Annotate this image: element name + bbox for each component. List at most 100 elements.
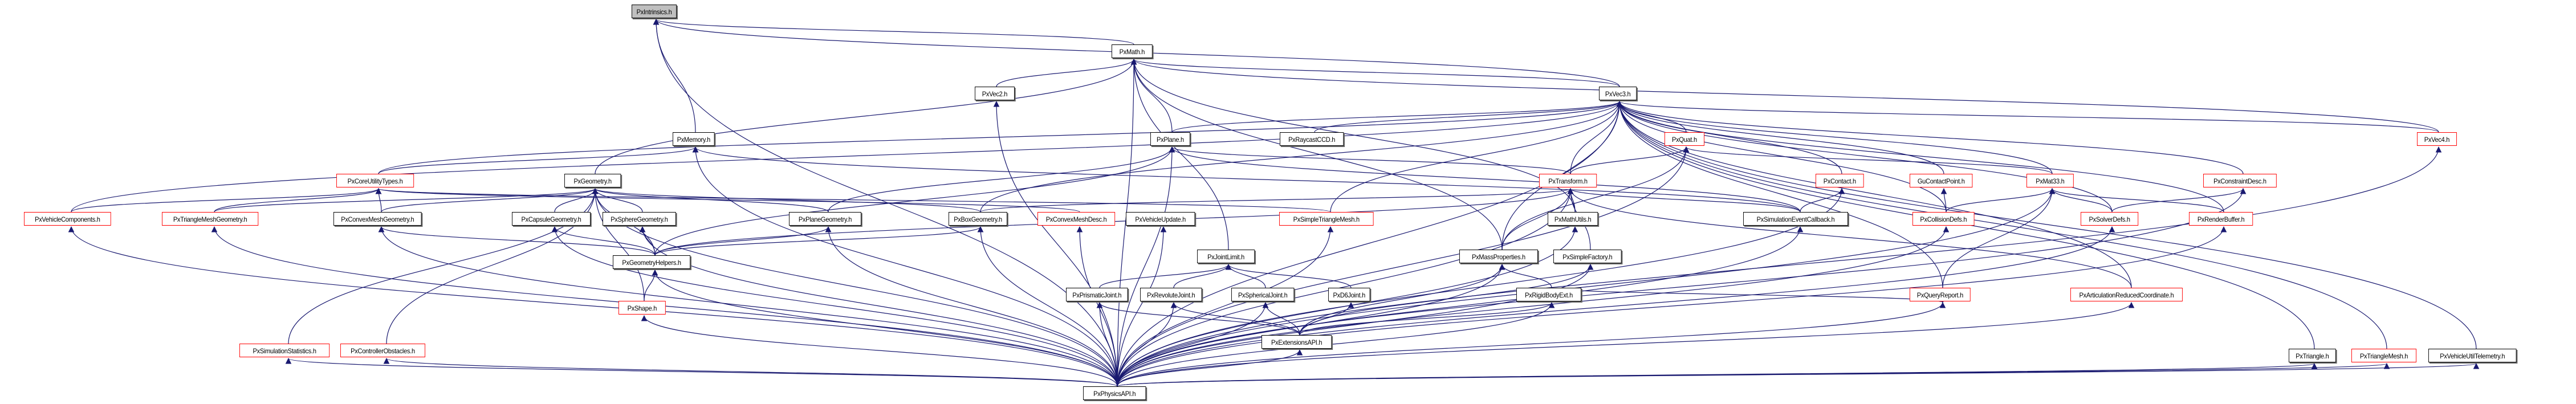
edge-physicsapi-to-revolute xyxy=(1117,301,1177,387)
edge-physicsapi-to-mat33 xyxy=(1117,187,2056,387)
node-mat33[interactable]: PxMat33.h xyxy=(2026,174,2074,187)
edge-physicsapi-to-artreduced xyxy=(1117,301,2135,387)
edge-transform-to-plane xyxy=(1169,146,1571,174)
node-extensionsapi[interactable]: PxExtensionsAPI.h xyxy=(1261,335,1332,349)
node-vec4[interactable]: PxVec4.h xyxy=(2417,132,2457,146)
edge-extensionsapi-to-massprops xyxy=(1299,263,1505,336)
node-simplefactory[interactable]: PxSimpleFactory.h xyxy=(1553,250,1622,263)
edge-solverdefs-to-vec3 xyxy=(1616,100,2113,213)
node-vehiclecomp[interactable]: PxVehicleComponents.h xyxy=(24,212,111,226)
edge-physicsapi-to-vec4 xyxy=(1117,146,2442,387)
node-math[interactable]: PxMath.h xyxy=(1112,44,1153,58)
node-simstats[interactable]: PxSimulationStatistics.h xyxy=(239,344,330,357)
edge-physicsapi-to-queryreport xyxy=(1117,301,1946,387)
node-revolute[interactable]: PxRevoluteJoint.h xyxy=(1140,288,1202,301)
edge-simeventcb-to-plane xyxy=(1169,146,1801,213)
node-planegeom[interactable]: PxPlaneGeometry.h xyxy=(789,212,861,226)
edge-physicsapi-to-extensionsapi xyxy=(1117,349,1303,387)
node-boxgeom[interactable]: PxBoxGeometry.h xyxy=(949,212,1008,226)
edge-boxgeom-to-transform xyxy=(980,187,1573,213)
edge-physicsapi-to-convexmeshgeom xyxy=(378,226,1118,387)
node-triangle[interactable]: PxTriangle.h xyxy=(2289,349,2336,362)
node-simpletrimesh[interactable]: PxSimpleTriangleMesh.h xyxy=(1279,212,1374,226)
node-plane[interactable]: PxPlane.h xyxy=(1150,132,1190,146)
edge-boxgeom-to-vec3 xyxy=(980,100,1623,213)
edge-collisiondefs-to-gucontact xyxy=(1940,187,1947,213)
node-shape[interactable]: PxShape.h xyxy=(618,301,666,315)
edge-massprops-to-quat xyxy=(1501,146,1690,250)
edge-vehicletelemetry-to-vec3 xyxy=(1616,100,2477,349)
edge-geomhelpers-to-planegeom xyxy=(654,226,832,256)
edge-planegeom-to-plane xyxy=(828,146,1175,213)
edge-physicsapi-to-boxgeom xyxy=(977,226,1118,387)
node-spheregeom[interactable]: PxSphereGeometry.h xyxy=(603,212,676,226)
node-vehicleupdate[interactable]: PxVehicleUpdate.h xyxy=(1126,212,1195,226)
node-jointlimit[interactable]: PxJointLimit.h xyxy=(1197,250,1255,263)
edge-geomhelpers-to-boxgeom xyxy=(654,226,984,256)
node-collisiondefs[interactable]: PxCollisionDefs.h xyxy=(1912,212,1975,226)
edge-physicsapi-to-quat xyxy=(1117,146,1690,387)
edge-jointlimit-to-math xyxy=(1130,58,1229,250)
node-convexmeshgeom[interactable]: PxConvexMeshGeometry.h xyxy=(333,212,422,226)
node-transform[interactable]: PxTransform.h xyxy=(1539,174,1597,187)
node-geometry[interactable]: PxGeometry.h xyxy=(564,174,621,187)
edge-physicsapi-to-simpletrimesh xyxy=(1117,226,1334,387)
node-constraintdesc[interactable]: PxConstraintDesc.h xyxy=(2203,174,2277,187)
node-queryreport[interactable]: PxQueryReport.h xyxy=(1910,288,1971,301)
node-quat[interactable]: PxQuat.h xyxy=(1665,132,1704,146)
edge-simeventcb-to-memory xyxy=(692,146,1801,213)
node-mathutils[interactable]: PxMathUtils.h xyxy=(1548,212,1598,226)
node-contact[interactable]: PxContact.h xyxy=(1816,174,1864,187)
node-massprops[interactable]: PxMassProperties.h xyxy=(1459,250,1538,263)
node-prismatic[interactable]: PxPrismaticJoint.h xyxy=(1066,288,1128,301)
edge-physicsapi-to-simstats xyxy=(286,357,1118,387)
node-trimeshgeom[interactable]: PxTriangleMeshGeometry.h xyxy=(162,212,259,226)
node-gucontact[interactable]: GuContactPoint.h xyxy=(1910,174,1973,187)
edge-math-to-intrinsics xyxy=(653,18,1134,45)
edge-capsulegeom-to-geometry xyxy=(554,187,599,213)
node-geomhelpers[interactable]: PxGeometryHelpers.h xyxy=(613,255,691,269)
node-coreutil[interactable]: PxCoreUtilityTypes.h xyxy=(336,174,414,187)
edge-simpletrimesh-to-coreutil xyxy=(376,187,1331,213)
edge-physicsapi-to-ctrlobstacles xyxy=(384,357,1118,387)
node-simeventcb[interactable]: PxSimulationEventCallback.h xyxy=(1743,212,1848,226)
edge-massprops-to-transform xyxy=(1501,187,1574,250)
edge-revolute-to-jointlimit xyxy=(1173,263,1232,288)
node-trimesh[interactable]: PxTriangleMesh.h xyxy=(2351,349,2417,362)
edge-solverdefs-to-constraintdesc xyxy=(2111,187,2247,213)
edge-geometry-to-math xyxy=(595,58,1137,174)
edge-artreduced-to-transform xyxy=(1567,187,2132,288)
edge-physicsapi-to-vec3 xyxy=(1117,100,1623,387)
node-rigidbodyext[interactable]: PxRigidBodyExt.h xyxy=(1516,288,1582,301)
node-physicsapi[interactable]: PxPhysicsAPI.h xyxy=(1083,386,1146,400)
edge-rigidbodyext-to-massprops xyxy=(1499,263,1552,288)
node-capsulegeom[interactable]: PxCapsuleGeometry.h xyxy=(512,212,591,226)
node-raycastccd[interactable]: PxRaycastCCD.h xyxy=(1280,132,1344,146)
edge-physicsapi-to-vec2 xyxy=(993,100,1118,387)
node-artreduced[interactable]: PxArticulationReducedCoordinate.h xyxy=(2070,288,2183,301)
edge-planegeom-to-geometry xyxy=(592,187,829,213)
node-vehicletelemetry[interactable]: PxVehicleUtilTelemetry.h xyxy=(2428,349,2517,362)
edge-extensionsapi-to-rigidbodyext xyxy=(1299,301,1555,336)
edge-collisiondefs-to-mat33 xyxy=(1946,187,2056,213)
node-memory[interactable]: PxMemory.h xyxy=(673,132,715,146)
edge-coreutil-to-memory xyxy=(378,146,699,174)
edge-physicsapi-to-geomhelpers xyxy=(652,269,1118,387)
node-vec3[interactable]: PxVec3.h xyxy=(1599,87,1637,100)
node-intrinsics[interactable]: PxIntrinsics.h xyxy=(632,5,677,18)
edge-physicsapi-to-solverdefs xyxy=(1117,226,2115,387)
node-solverdefs[interactable]: PxSolverDefs.h xyxy=(2081,212,2139,226)
edge-renderbuffer-to-mat33 xyxy=(2049,187,2224,213)
node-convexmeshdesc[interactable]: PxConvexMeshDesc.h xyxy=(1037,212,1116,226)
node-ctrlobstacles[interactable]: PxControllerObstacles.h xyxy=(340,344,426,357)
node-spherical[interactable]: PxSphericalJoint.h xyxy=(1231,288,1295,301)
edge-physicsapi-to-rigidbodyext xyxy=(1117,301,1555,387)
edge-mat33-to-quat xyxy=(1683,146,2053,174)
edge-trimesh-to-vec3 xyxy=(1616,100,2387,349)
node-vec2[interactable]: PxVec2.h xyxy=(975,87,1015,100)
node-renderbuffer[interactable]: PxRenderBuffer.h xyxy=(2189,212,2253,226)
node-d6[interactable]: PxD6Joint.h xyxy=(1328,288,1370,301)
edge-renderbuffer-to-vec3 xyxy=(1616,100,2224,213)
edge-simpletrimesh-to-vec3 xyxy=(1330,100,1623,213)
